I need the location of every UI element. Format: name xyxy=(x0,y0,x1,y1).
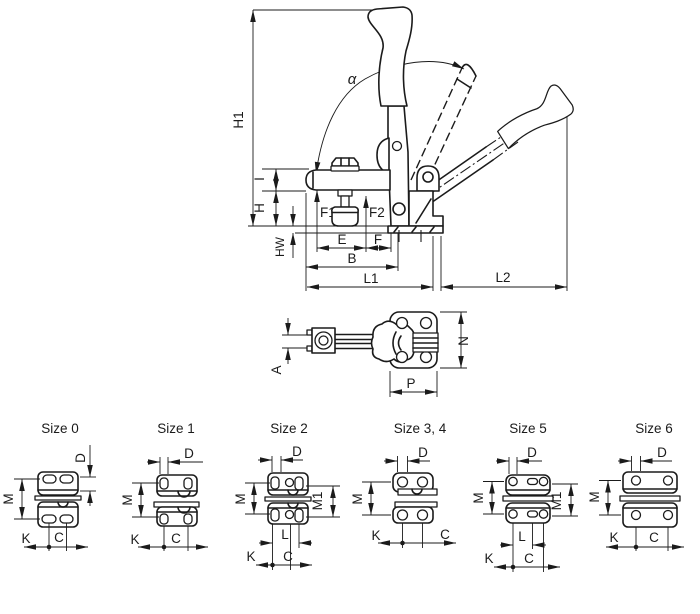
dim-label-k: K xyxy=(371,528,380,543)
dim-label-p: P xyxy=(406,376,415,391)
dim-label-l1: L1 xyxy=(363,271,378,286)
size-1-title: Size 1 xyxy=(157,421,195,436)
reference-dot xyxy=(270,562,275,568)
hinge-band xyxy=(34,495,82,501)
dim-label-l: L xyxy=(281,527,289,542)
dim-label-k: K xyxy=(609,530,618,545)
hex-nut xyxy=(330,157,360,172)
dim-label-d: D xyxy=(657,445,667,460)
dim-label-k: K xyxy=(21,531,30,546)
plate-hole xyxy=(419,316,433,330)
dim-label-n: N xyxy=(456,336,471,346)
dim-label-c: C xyxy=(524,551,534,566)
size-5-title: Size 5 xyxy=(509,421,547,436)
dim-label-alpha: α xyxy=(348,71,357,88)
lower-plate xyxy=(622,502,678,528)
size-3-4-title: Size 3, 4 xyxy=(394,421,447,436)
plate-hole xyxy=(395,316,409,330)
size-6-title: Size 6 xyxy=(635,421,673,436)
handle-grip-open xyxy=(491,81,577,153)
hinge-band xyxy=(619,495,681,502)
clamp-front-geometry xyxy=(305,6,577,243)
alpha-angle-arc xyxy=(314,61,465,175)
clamping-spindle xyxy=(331,189,359,227)
dim-label-m1: M1 xyxy=(310,492,325,511)
dim-label-i: I xyxy=(252,177,267,181)
dim-label-m: M xyxy=(120,494,135,505)
link-plate xyxy=(376,137,390,174)
top-view: A xyxy=(269,311,471,397)
dim-label-c: C xyxy=(440,527,450,542)
hinge-band xyxy=(264,496,312,502)
toggle-pin-hole xyxy=(422,171,434,183)
size-2-title: Size 2 xyxy=(270,421,308,436)
dim-label-d: D xyxy=(527,445,537,460)
footprint-size-5: Size 5 D M M1 L K C xyxy=(471,421,578,572)
rod-end-head xyxy=(306,327,336,354)
front-view-dimensions: H1 I H HW F1 F2 E F xyxy=(231,9,568,291)
size-0-title: Size 0 xyxy=(41,421,79,436)
reference-dot xyxy=(633,544,639,550)
dim-label-k: K xyxy=(130,532,139,547)
dim-label-m: M xyxy=(471,492,486,503)
dim-label-f: F xyxy=(374,232,382,247)
dim-label-h1: H1 xyxy=(231,111,246,128)
hinge-band xyxy=(397,488,438,496)
footprint-size-0: Size 0 D M K C xyxy=(1,421,96,551)
footprint-size-3-4: Size 3, 4 D M K C xyxy=(350,421,456,548)
reference-dot xyxy=(400,540,405,546)
dim-label-c: C xyxy=(171,531,181,546)
dim-label-e: E xyxy=(337,232,346,247)
dim-label-d: D xyxy=(73,453,88,463)
plate-hole xyxy=(419,350,433,364)
dim-label-d: D xyxy=(418,445,428,460)
dim-label-c: C xyxy=(283,549,293,564)
threaded-end xyxy=(412,332,439,353)
clamp-arm xyxy=(305,169,391,191)
front-view: H1 I H HW F1 F2 E F xyxy=(231,6,577,291)
hinge-band xyxy=(502,495,554,502)
dim-label-m: M xyxy=(587,491,602,502)
dim-label-b: B xyxy=(347,251,356,266)
footprint-size-2: Size 2 D M M1 L K C xyxy=(233,421,340,570)
dim-label-m: M xyxy=(233,493,248,504)
lower-plate xyxy=(37,501,79,528)
dim-label-m: M xyxy=(1,493,16,504)
dim-label-m: M xyxy=(350,493,365,504)
main-pivot-hole xyxy=(392,202,406,216)
dim-label-k: K xyxy=(484,551,493,566)
plate-hole xyxy=(395,350,409,364)
footprint-size-6: Size 6 D M K C xyxy=(587,421,684,551)
spindle-pad xyxy=(331,206,359,227)
dim-label-l2: L2 xyxy=(495,270,510,285)
handle-grip-closed xyxy=(367,6,413,107)
dim-label-k: K xyxy=(246,549,255,564)
spindle-rod xyxy=(334,333,375,350)
dim-label-d: D xyxy=(292,444,302,459)
dim-label-c: C xyxy=(649,530,659,545)
dim-label-h: H xyxy=(252,203,267,213)
link-pin-hole xyxy=(391,140,403,152)
dim-label-l: L xyxy=(518,529,526,544)
dim-label-f2: F2 xyxy=(369,205,385,220)
reference-dot xyxy=(46,544,52,550)
reference-dot xyxy=(161,544,167,550)
dim-label-a: A xyxy=(269,365,284,374)
dim-label-c: C xyxy=(54,530,64,545)
dim-label-hw: HW xyxy=(273,236,287,257)
base-foot-plate xyxy=(387,225,444,234)
handle-open-30 xyxy=(409,81,577,215)
reference-dot xyxy=(510,564,516,570)
footprint-size-1: Size 1 D M K C xyxy=(120,421,208,551)
dim-label-d: D xyxy=(184,446,194,461)
dim-label-m1: M1 xyxy=(549,492,564,511)
